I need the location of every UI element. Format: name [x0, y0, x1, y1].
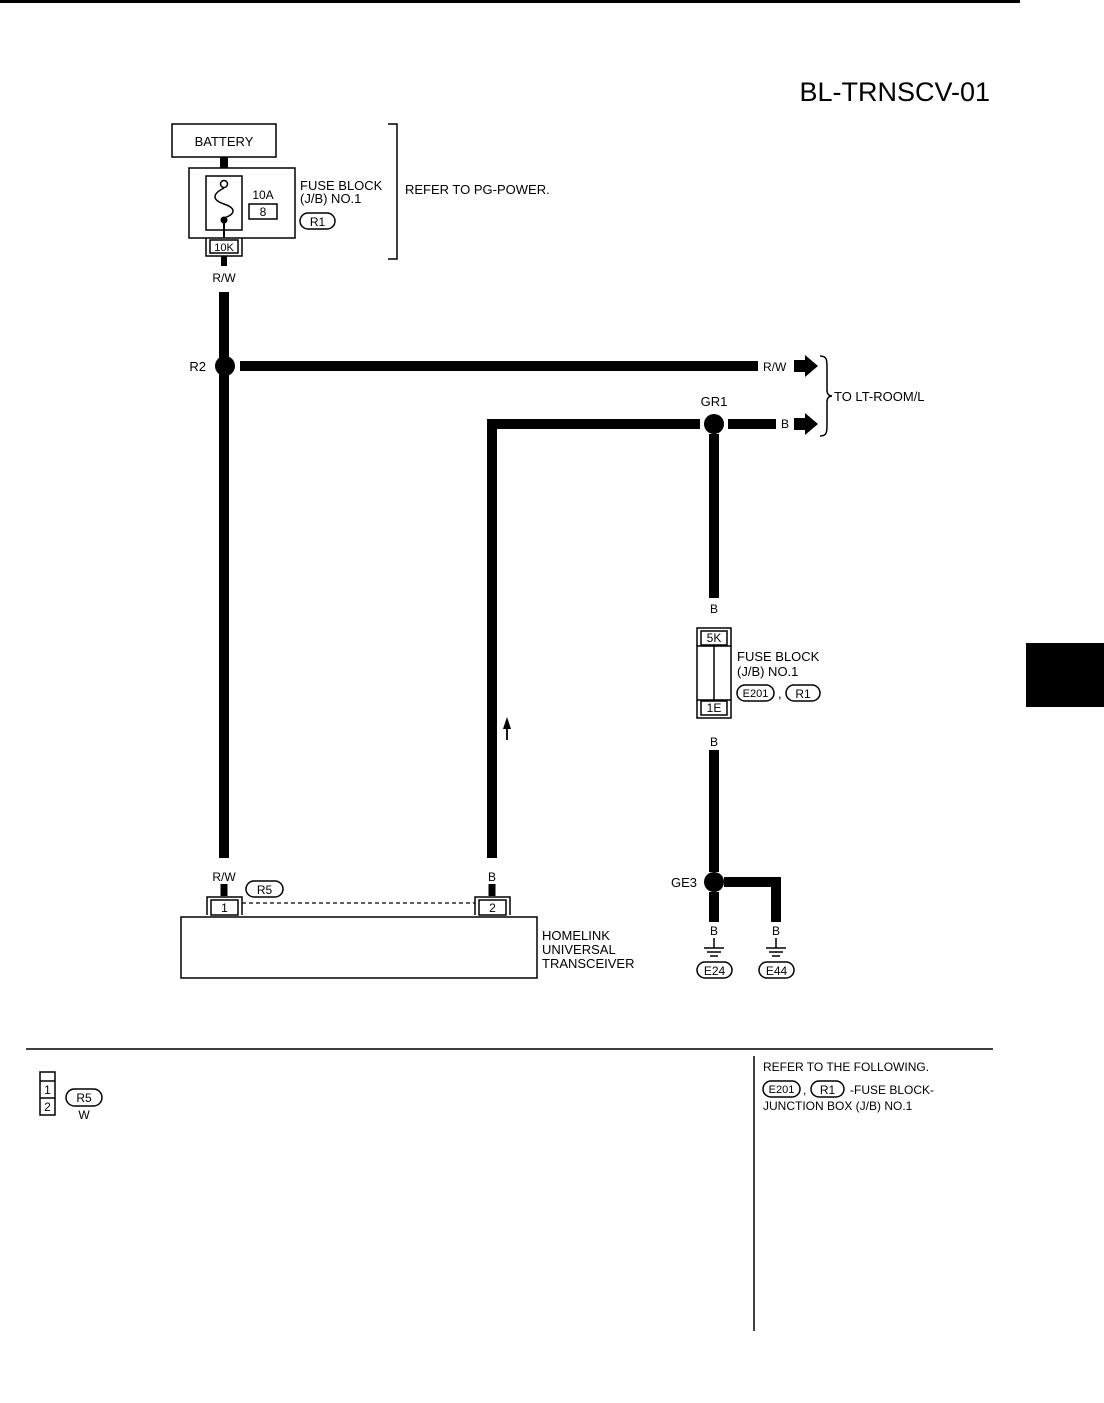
- wire-label-rw-bottom: R/W: [212, 870, 236, 884]
- diagram-title: BL-TRNSCV-01: [799, 77, 990, 107]
- ground-icon: [766, 938, 786, 957]
- refer-desc-1: -FUSE BLOCK-: [850, 1083, 934, 1097]
- homelink-pin-1: [206, 896, 243, 916]
- fuse-block-right-separator: ,: [778, 686, 782, 701]
- fuse-block-right-label-1: FUSE BLOCK: [737, 649, 820, 664]
- refer-desc-2: JUNCTION BOX (J/B) NO.1: [763, 1099, 913, 1113]
- splice-r2: [215, 356, 235, 376]
- fuse-block-right-connector-2: R1: [795, 687, 811, 701]
- homelink-box: [180, 916, 538, 979]
- arrow-rw-out: [794, 355, 818, 377]
- arrow-b-out: [794, 413, 818, 435]
- fuse-rating: 10A: [252, 188, 273, 202]
- homelink-connector-badge: [245, 880, 284, 898]
- splice-r2-label: R2: [189, 359, 206, 374]
- fuse-block-top-label-2: (J/B) NO.1: [300, 191, 361, 206]
- legend-pin1: 1: [44, 1083, 51, 1097]
- wire-label-b-ground1: B: [710, 924, 718, 938]
- homelink-pin-2: [474, 896, 511, 916]
- legend-pin2: 2: [44, 1100, 51, 1114]
- ground-e44-label: E44: [766, 964, 788, 978]
- homelink-pin1-label: 1: [221, 901, 228, 915]
- homelink-label-2: UNIVERSAL: [542, 942, 616, 957]
- splice-ge3: [704, 872, 724, 892]
- refer-conn-e201: E201: [769, 1084, 795, 1096]
- section-tab: [1026, 643, 1104, 707]
- wire-label-b-right: B: [781, 417, 789, 431]
- ground-badge-e24: [696, 961, 733, 979]
- homelink-label-3: TRANSCEIVER: [542, 956, 634, 971]
- connector-badge-e201: [736, 684, 775, 702]
- refer-following-heading: REFER TO THE FOLLOWING.: [763, 1060, 929, 1074]
- legend-color: W: [78, 1108, 90, 1122]
- fuse-block-top-label-1: FUSE BLOCK: [300, 178, 383, 193]
- current-arrow-icon: [503, 717, 511, 729]
- wire-ground-branch: [724, 877, 781, 922]
- connector-badge: [299, 212, 336, 230]
- fuse-block-top-connector: R1: [310, 215, 326, 229]
- fuse-block-right-connector-1: E201: [743, 688, 769, 700]
- terminal-10k: [205, 238, 243, 257]
- wire-label-b-ground2: B: [772, 924, 780, 938]
- ground-badge-e44: [758, 961, 795, 979]
- refer-bracket: [388, 123, 398, 260]
- refer-conn-r1: R1: [820, 1083, 836, 1097]
- fuse-block-right-label-2: (J/B) NO.1: [737, 664, 798, 679]
- splice-ge3-label: GE3: [671, 875, 697, 890]
- wire-label-rw-top: R/W: [212, 271, 236, 285]
- homelink-label-1: HOMELINK: [542, 928, 610, 943]
- ground-icon: [704, 938, 724, 957]
- lt-room-brace: [819, 355, 833, 437]
- splice-gr1: [704, 414, 724, 434]
- wire-b-middle: [487, 419, 700, 858]
- wire-label-b-1e: B: [710, 735, 718, 749]
- terminal-5k-label: 5K: [707, 631, 722, 645]
- wire-label-b-gr1: B: [710, 602, 718, 616]
- splice-gr1-label: GR1: [701, 394, 728, 409]
- fuse-block-top: 10A 8: [188, 167, 296, 239]
- terminal-10k-label: 10K: [214, 242, 234, 254]
- refer-pg-power: REFER TO PG-POWER.: [405, 182, 550, 197]
- fuse-block-right: [696, 627, 732, 719]
- homelink-pin2-label: 2: [489, 901, 496, 915]
- fuse-number: 8: [260, 205, 267, 219]
- to-lt-room-label: TO LT-ROOM/L: [834, 389, 925, 404]
- legend-connector: R5: [76, 1091, 92, 1105]
- battery-label: BATTERY: [195, 134, 254, 149]
- terminal-1e-label: 1E: [707, 701, 722, 715]
- legend-connector-badge: [65, 1088, 103, 1107]
- refer-badge-r1: [810, 1080, 845, 1098]
- homelink-connector: R5: [257, 883, 273, 897]
- wire-label-rw-right: R/W: [763, 360, 787, 374]
- ground-e24-label: E24: [704, 964, 726, 978]
- wire-label-b-bottom: B: [488, 870, 496, 884]
- refer-badge-e201: [762, 1080, 801, 1098]
- connector-legend: [39, 1071, 56, 1116]
- refer-separator: ,: [803, 1083, 806, 1097]
- connector-badge-r1: [785, 684, 821, 702]
